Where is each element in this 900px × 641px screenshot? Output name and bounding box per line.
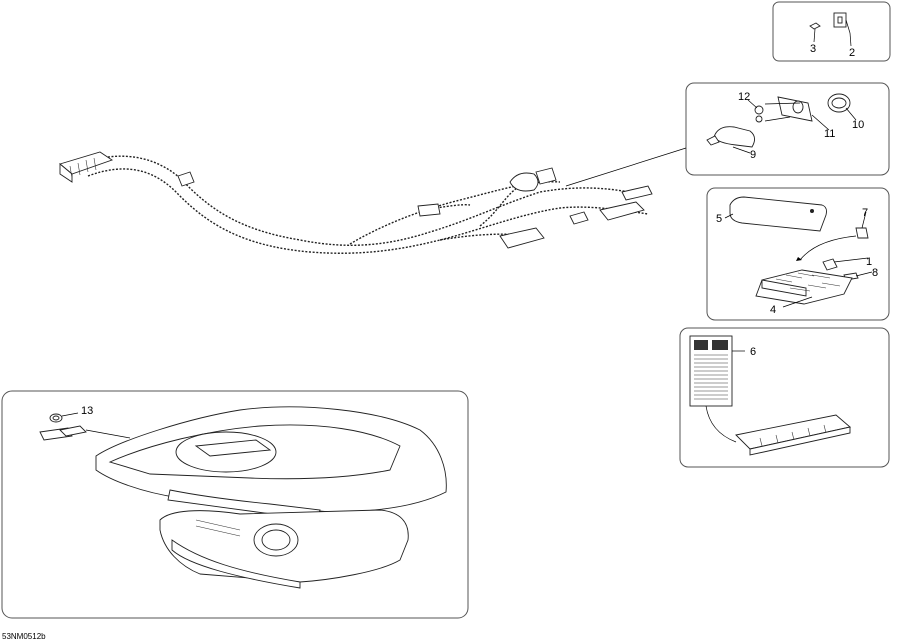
callout-13: 13 xyxy=(81,405,93,417)
reference-code: 53NM0512b xyxy=(2,632,46,641)
callout-4: 4 xyxy=(770,304,776,316)
panel-switch xyxy=(685,82,890,176)
callout-5: 5 xyxy=(716,213,722,225)
panel-fuse-label xyxy=(679,327,890,468)
callout-6: 6 xyxy=(750,346,756,358)
callout-1: 1 xyxy=(866,256,872,268)
panel-fuse-box xyxy=(706,187,890,321)
panel-connector-clip xyxy=(772,1,891,62)
panel-console xyxy=(1,390,469,619)
harness-to-switch-leader xyxy=(565,147,687,187)
callout-9: 9 xyxy=(750,149,756,161)
callout-3: 3 xyxy=(810,43,816,55)
callout-8: 8 xyxy=(872,267,878,279)
callout-11: 11 xyxy=(824,128,835,140)
callout-7: 7 xyxy=(862,207,868,219)
callout-2: 2 xyxy=(849,47,855,59)
wiring-harness xyxy=(59,151,653,256)
callout-12: 12 xyxy=(738,91,750,103)
callout-10: 10 xyxy=(852,119,864,131)
